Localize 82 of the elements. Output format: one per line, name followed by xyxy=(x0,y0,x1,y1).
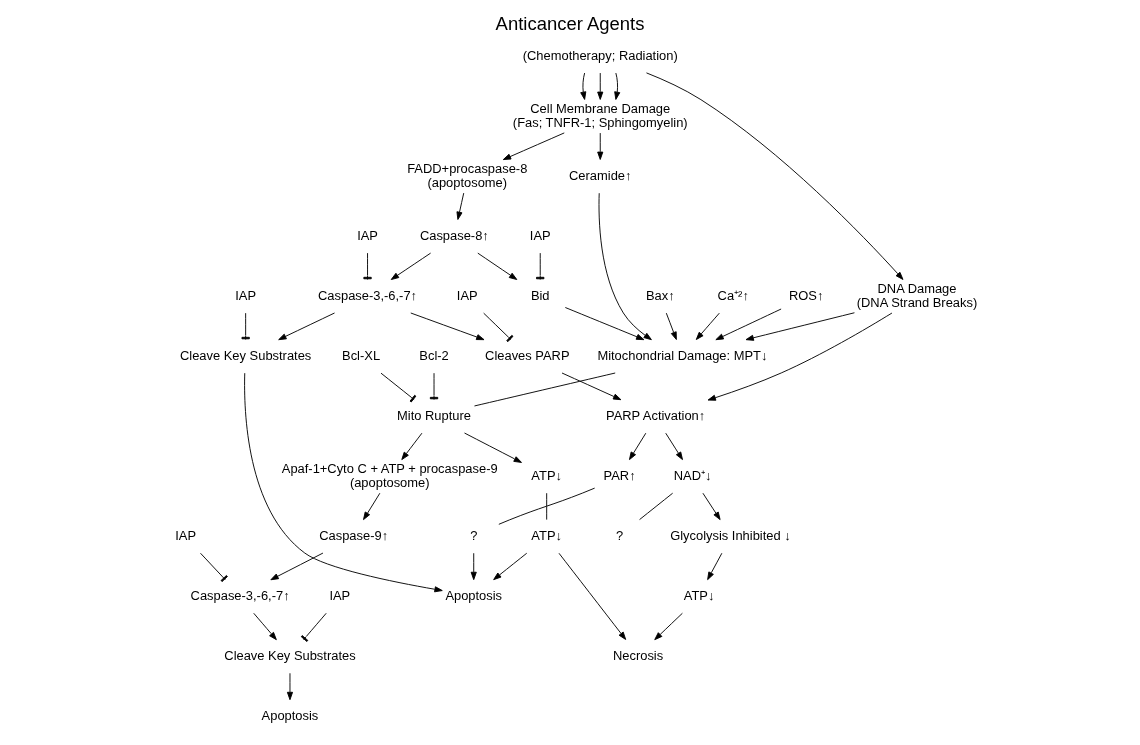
node-text: Ca⁺²↑ xyxy=(717,287,749,303)
arrow xyxy=(363,492,381,521)
arrow xyxy=(745,312,855,341)
arrow xyxy=(702,492,721,521)
arrow xyxy=(278,312,335,341)
node-text: Bcl-XL xyxy=(342,347,381,363)
arrow xyxy=(410,312,485,341)
arrow xyxy=(493,552,528,581)
node-text: Necrosis xyxy=(613,647,664,663)
arrow xyxy=(707,312,893,401)
node-text: Caspase-9↑ xyxy=(319,527,389,543)
node-text: IAP xyxy=(456,287,478,303)
node-text: ATP↓ xyxy=(531,527,562,543)
arrow xyxy=(707,552,723,581)
arrow xyxy=(456,192,465,220)
node-text: (Chemotherapy; Radiation) xyxy=(522,47,678,63)
node-text: FADD+procaspase-8 (apoptosome) xyxy=(407,160,528,190)
connector xyxy=(546,492,548,521)
node-text: ? xyxy=(470,527,478,543)
arrow xyxy=(695,312,720,340)
arrow xyxy=(253,612,277,641)
node-text: IAP xyxy=(529,227,551,243)
node-text: Caspase-8↑ xyxy=(419,227,489,243)
node-text: ? xyxy=(616,527,624,543)
arrow xyxy=(665,432,683,461)
diagram-title: Anticancer Agents xyxy=(495,13,645,35)
node-text: Mito Rupture xyxy=(397,407,471,423)
node-text: Cleave Key Substrates xyxy=(180,347,312,363)
connector xyxy=(200,552,228,583)
arrow xyxy=(286,672,293,701)
arrow xyxy=(558,552,627,640)
arrow xyxy=(502,132,565,161)
arrow xyxy=(244,372,443,593)
arrow xyxy=(270,552,324,581)
arrow xyxy=(470,552,477,581)
node-text: IAP xyxy=(357,227,378,243)
arrow xyxy=(580,72,587,100)
arrow xyxy=(598,192,652,341)
arrow xyxy=(646,72,904,280)
arrow xyxy=(614,72,621,100)
node-text: ATP↓ xyxy=(683,587,715,603)
arrow xyxy=(564,307,645,341)
arrow xyxy=(477,252,518,280)
arrow xyxy=(665,312,677,340)
node-text: Bcl-2 xyxy=(419,347,449,363)
node-text: Apoptosis xyxy=(445,587,503,603)
node-text: Cleaves PARP xyxy=(485,347,570,363)
connector xyxy=(639,492,674,521)
node-text: NAD⁺↓ xyxy=(673,467,712,483)
node-text: PAR↑ xyxy=(603,467,636,483)
node-text: ATP↓ xyxy=(531,467,562,483)
node-text: IAP xyxy=(329,587,351,603)
node-text: Cell Membrane Damage (Fas; TNFR-1; Sphingomyelin) xyxy=(512,100,688,130)
arrow xyxy=(654,612,683,641)
node-text: Ceramide↑ xyxy=(569,167,632,183)
connector xyxy=(300,612,327,642)
node-text: Apoptosis xyxy=(261,707,319,723)
node-text: Cleave Key Substrates xyxy=(224,647,356,663)
node-text: Caspase-3,-6,-7↑ xyxy=(318,287,418,303)
connector xyxy=(483,312,514,343)
node-text: ROS↑ xyxy=(788,287,824,303)
node-text: DNA Damage (DNA Strand Breaks) xyxy=(856,280,978,310)
node-text: Glycolysis Inhibited ↓ xyxy=(670,527,791,543)
node-text: Bid xyxy=(530,287,550,303)
node-text: Bax↑ xyxy=(645,287,675,303)
node-text: Mitochondrial Damage: MPT↓ xyxy=(597,347,768,363)
node-text: Apaf-1+Cyto C + ATP + procaspase-9 (apoptosome) xyxy=(281,460,498,490)
node-text: IAP xyxy=(175,527,197,543)
arrow xyxy=(597,132,604,160)
arrow xyxy=(597,72,604,100)
node-text: IAP xyxy=(235,287,257,303)
arrow xyxy=(390,252,432,280)
connector xyxy=(380,372,417,403)
connector xyxy=(474,372,616,407)
connector xyxy=(498,487,596,525)
arrow xyxy=(629,432,647,461)
arrow xyxy=(464,432,522,463)
arrow xyxy=(401,432,423,461)
node-text: Caspase-3,-6,-7↑ xyxy=(190,587,290,603)
node-text: PARP Activation↑ xyxy=(606,407,706,423)
arrow xyxy=(561,372,622,401)
arrow xyxy=(715,308,782,341)
